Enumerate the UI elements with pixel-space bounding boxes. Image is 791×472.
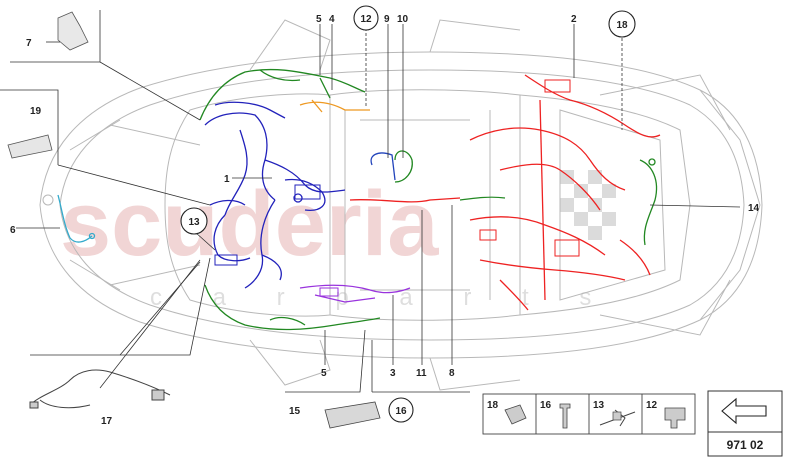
- leader-lines: [16, 24, 741, 393]
- svg-text:18: 18: [616, 20, 628, 31]
- callout-19: 19: [30, 106, 42, 117]
- callout-6: 6: [10, 225, 16, 236]
- callout-2: 2: [571, 14, 577, 25]
- inset-part-19: [0, 89, 59, 165]
- callout-5-bottom: 5: [321, 368, 327, 379]
- reference-box: 971 02: [707, 390, 783, 457]
- legend-item-18: 18: [487, 400, 527, 425]
- svg-text:12: 12: [646, 400, 658, 411]
- circled-callout-18: 18: [608, 10, 636, 38]
- roof-harness: [299, 284, 411, 303]
- callout-7: 7: [26, 38, 32, 49]
- callout-17: 17: [101, 416, 113, 427]
- car-outline: [39, 19, 763, 391]
- side-harness-upper: [199, 68, 366, 121]
- inset-part-17: [29, 369, 171, 409]
- legend-item-16: 16: [540, 400, 571, 429]
- svg-text:12: 12: [360, 14, 372, 25]
- callout-4: 4: [329, 14, 335, 25]
- svg-text:16: 16: [395, 406, 407, 417]
- callout-15: 15: [289, 406, 301, 417]
- callout-10: 10: [397, 14, 409, 25]
- side-harness-lower: [204, 284, 381, 331]
- fastener-legend: 18 16 13 12: [482, 393, 696, 435]
- svg-text:16: 16: [540, 400, 552, 411]
- circled-callout-13: 13: [180, 207, 208, 235]
- clip-icon: [504, 404, 527, 425]
- cyan-harness: [57, 194, 96, 243]
- green-rear-link: [459, 196, 506, 201]
- circled-callout-16: 16: [388, 397, 414, 423]
- callout-1: 1: [224, 174, 230, 185]
- watermark-main: scuderia: [60, 173, 439, 275]
- svg-text:13: 13: [188, 217, 200, 228]
- callouts: 7 19 6 1 5 4 9 10 2 14 5 3 11 8 17 15: [10, 14, 760, 427]
- bracket-clip-icon: [664, 407, 686, 429]
- callout-11: 11: [416, 368, 427, 379]
- legend-item-12: 12: [646, 400, 686, 429]
- circled-callouts: 12 18 13 16: [180, 5, 636, 423]
- right-side-harness: [639, 158, 658, 246]
- rear-harness: [349, 74, 661, 311]
- legend-item-13: 13: [593, 400, 636, 427]
- back-arrow-icon: [721, 397, 767, 425]
- callout-5-top: 5: [316, 14, 322, 25]
- callout-3: 3: [390, 368, 396, 379]
- callout-9: 9: [384, 14, 390, 25]
- svg-text:13: 13: [593, 400, 605, 411]
- inset-part-15: [324, 401, 381, 429]
- interior-loops: [370, 150, 413, 183]
- callout-14: 14: [748, 203, 760, 214]
- circled-callout-12: 12: [353, 5, 379, 31]
- screw-icon: [559, 403, 571, 429]
- callout-8: 8: [449, 368, 455, 379]
- front-harness: [204, 101, 346, 289]
- svg-text:18: 18: [487, 400, 499, 411]
- orange-harness: [299, 99, 370, 113]
- inset-part-7: [10, 10, 101, 63]
- reference-code: 971 02: [727, 438, 764, 452]
